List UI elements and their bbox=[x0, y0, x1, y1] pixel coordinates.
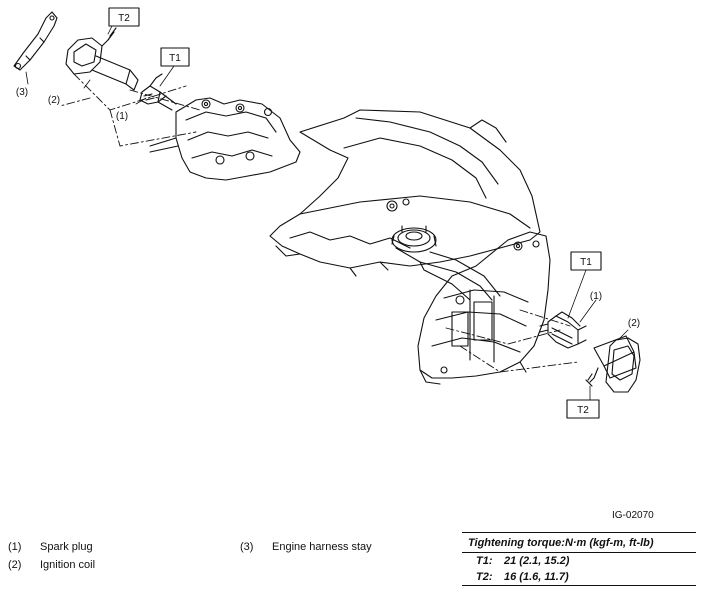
part-label-3-top: (3) bbox=[16, 87, 28, 98]
torque-value: 21 (2.1, 15.2) bbox=[504, 555, 570, 567]
ignition-coil-right bbox=[585, 335, 641, 393]
engine-harness-stay bbox=[13, 11, 58, 71]
torque-callout-t2-right: T2 bbox=[577, 405, 589, 416]
part-label-1-right: (1) bbox=[590, 291, 602, 302]
torque-callout-t1-right: T1 bbox=[580, 257, 592, 268]
legend-number: (3) bbox=[240, 541, 254, 553]
ignition-coil-left bbox=[65, 27, 139, 91]
legend-number: (2) bbox=[8, 559, 22, 571]
torque-value: 16 (1.6, 11.7) bbox=[504, 571, 569, 583]
torque-callout-box bbox=[160, 47, 190, 67]
legend-item: (1) Spark plug bbox=[8, 538, 95, 556]
spark-plug-top bbox=[139, 73, 177, 111]
legend-item: (3) Engine harness stay bbox=[240, 538, 372, 556]
torque-code: T1: bbox=[476, 555, 493, 567]
left-cylinder-head bbox=[149, 97, 301, 181]
torque-row: T2: 16 (1.6, 11.7) bbox=[462, 569, 696, 585]
legend-item: (2) Ignition coil bbox=[8, 556, 95, 574]
torque-table: Tightening torque:N·m (kgf-m, ft-lb) T1:… bbox=[462, 532, 696, 586]
legend-label: Ignition coil bbox=[40, 559, 96, 571]
legend-left: (1) Spark plug (2) Ignition coil bbox=[8, 538, 95, 574]
spark-plug-right bbox=[539, 311, 587, 349]
legend-middle: (3) Engine harness stay bbox=[240, 538, 372, 556]
legend-label: Spark plug bbox=[40, 541, 93, 553]
part-label-2-top: (2) bbox=[48, 95, 60, 106]
engine-block bbox=[269, 109, 541, 277]
oil-filler-cap bbox=[391, 225, 501, 301]
torque-callout-t2-top: T2 bbox=[118, 13, 130, 24]
legend-label: Engine harness stay bbox=[272, 541, 372, 553]
torque-callout-box bbox=[566, 399, 600, 419]
part-label-1-top: (1) bbox=[116, 111, 128, 122]
torque-code: T2: bbox=[476, 571, 493, 583]
torque-callout-t1-top: T1 bbox=[169, 53, 181, 64]
legend-number: (1) bbox=[8, 541, 22, 553]
part-label-2-right: (2) bbox=[628, 318, 640, 329]
torque-table-title: Tightening torque:N·m (kgf-m, ft-lb) bbox=[462, 533, 696, 553]
figure-id: IG-02070 bbox=[612, 510, 654, 521]
right-cylinder-head bbox=[417, 231, 551, 385]
torque-callout-box bbox=[108, 7, 140, 27]
engine-ignition-diagram: T2 T1 T1 T2 (3) (2) (1) (1) (2) bbox=[13, 7, 641, 419]
torque-row: T1: 21 (2.1, 15.2) bbox=[462, 553, 696, 569]
torque-callout-box bbox=[570, 251, 602, 271]
